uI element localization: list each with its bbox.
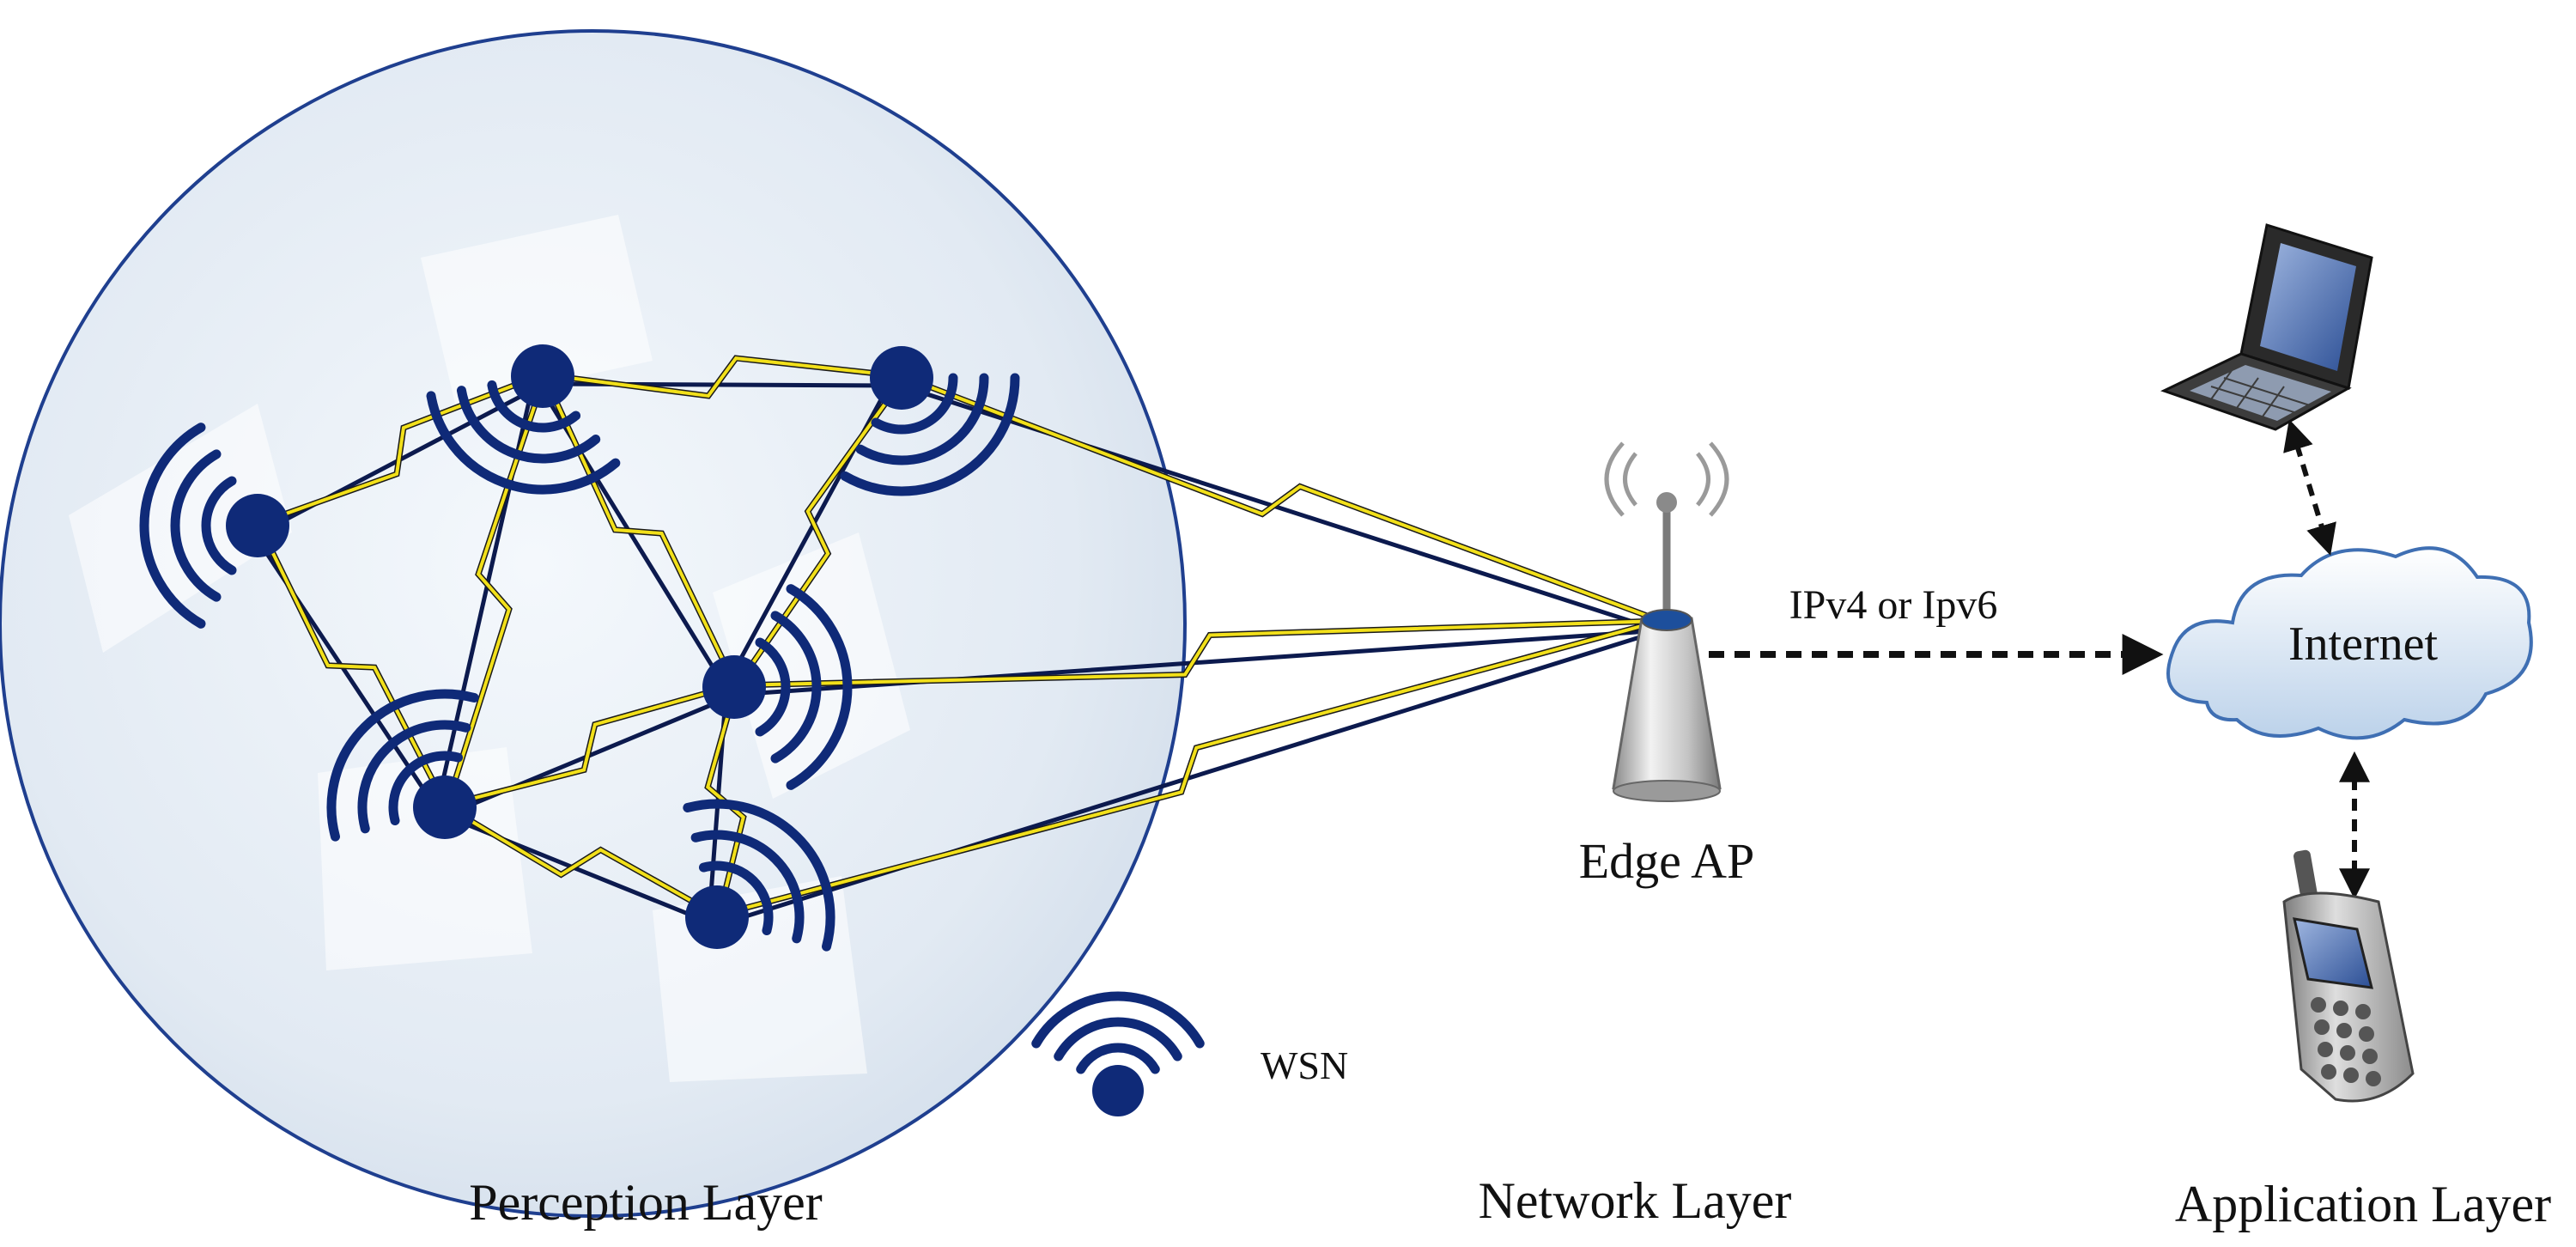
perception-region	[0, 29, 1187, 1218]
wireless-sensor-node-icon	[426, 344, 621, 495]
laptop-icon	[2160, 223, 2373, 431]
application-layer-label: Application Layer	[2175, 1176, 2551, 1232]
signal-wave	[201, 476, 237, 575]
wireless-sensor-node-icon	[702, 584, 853, 790]
signal-wave	[770, 611, 822, 763]
lightning-bolt	[444, 804, 719, 917]
signal-wave	[139, 423, 206, 629]
lightning-bolt	[901, 374, 1662, 623]
signal-wave	[1031, 991, 1205, 1049]
signal-wave	[840, 373, 1020, 496]
signal-wave	[755, 637, 791, 737]
signal-wave	[456, 386, 601, 464]
signal-wave	[871, 373, 958, 435]
sensor-node-dot	[226, 494, 289, 557]
signal-wave	[1054, 1017, 1182, 1061]
cloud-icon	[2166, 546, 2533, 740]
signal-wave	[170, 449, 222, 602]
signal-wave	[1076, 1043, 1160, 1074]
signal-wave	[326, 689, 479, 842]
sensor-node-dot	[413, 776, 477, 839]
lightning-bolt	[733, 619, 1661, 688]
signal-wave	[698, 861, 774, 936]
network-layer-label: Network Layer	[1479, 1172, 1792, 1229]
edge-ap-label: Edge AP	[1579, 833, 1755, 889]
perception-layer-label: Perception Layer	[469, 1174, 822, 1231]
legend-node-dot	[1092, 1065, 1144, 1116]
wireless-sensor-node-icon	[840, 346, 1020, 496]
sensor-node-dot	[870, 346, 933, 410]
wsn-nodes	[139, 344, 1020, 952]
signal-wave	[388, 751, 464, 826]
lightning-bolt	[715, 619, 1661, 918]
signal-wave	[690, 830, 805, 944]
wsn-legend-label: WSN	[1261, 1043, 1348, 1087]
sensor-node-dot	[511, 344, 574, 408]
sensor-node-dot	[702, 655, 766, 719]
lightning-bolt	[542, 356, 902, 398]
sensor-node-dot	[685, 885, 749, 949]
wsn-legend-icon	[1031, 991, 1205, 1116]
laptop-internet-arrow	[2283, 419, 2336, 556]
internet-label: Internet	[2288, 617, 2439, 671]
wireless-sensor-node-icon	[139, 423, 289, 629]
access-point-icon	[1604, 441, 1729, 802]
wireless-sensor-node-icon	[683, 799, 835, 952]
lightning-bolt	[256, 373, 543, 526]
signal-wave	[683, 799, 835, 952]
mobile-phone-icon	[2282, 849, 2415, 1103]
signal-wave	[786, 584, 853, 790]
lightning-bolt	[445, 375, 546, 809]
lightning-bolt	[443, 684, 734, 808]
wireless-sensor-node-icon	[326, 689, 479, 842]
signal-wave	[855, 373, 989, 465]
signal-wave	[357, 720, 471, 834]
signal-wave	[487, 380, 581, 433]
signal-wave	[426, 391, 621, 495]
protocol-label: IPv4 or Ipv6	[1789, 582, 1998, 628]
